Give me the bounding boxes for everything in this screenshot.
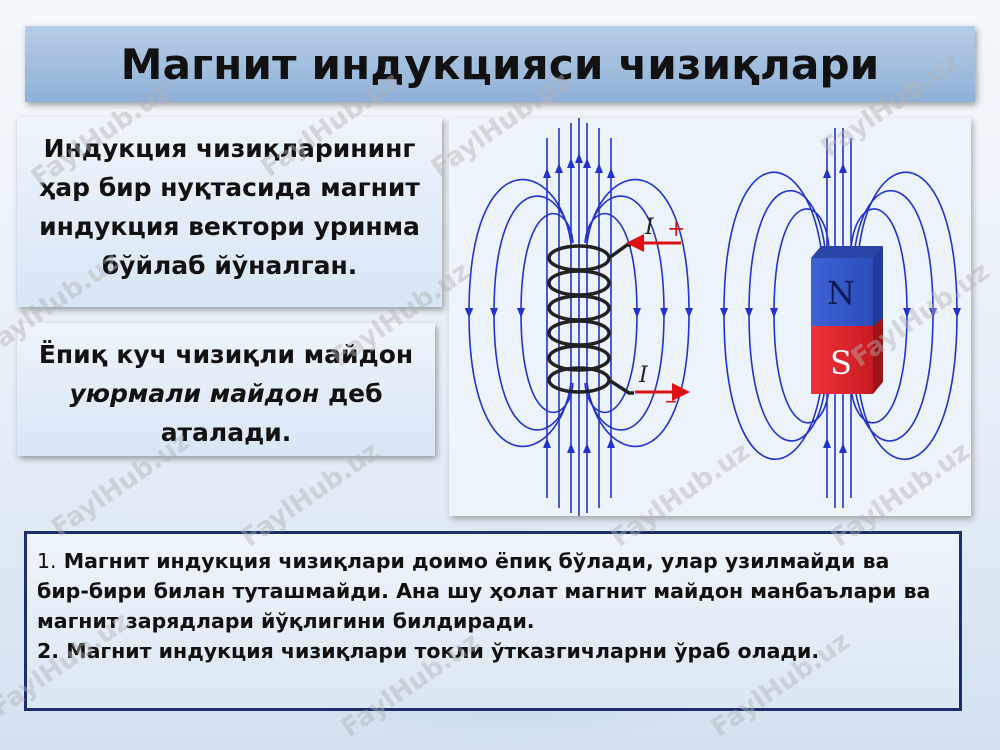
field-lines-figure: I + I – xyxy=(449,118,971,516)
definition-card: Индукция чизиқларининг ҳар бир нуқтасида… xyxy=(17,117,442,307)
magnet-south-label: S xyxy=(830,344,852,382)
current-label-bottom: I xyxy=(638,363,649,388)
note-1: 1. Магнит индукция чизиқлари доимо ёпиқ … xyxy=(37,546,943,636)
vortex-line-3: аталади. xyxy=(160,418,292,447)
vortex-line-2: уюрмали майдон деб xyxy=(17,374,435,413)
note-2: 2. Магнит индукция чизиқлари токли ўтказ… xyxy=(37,639,820,663)
magnet-north-label: N xyxy=(827,274,855,312)
definition-line-4: бўйлаб йўналган. xyxy=(101,251,358,280)
coil-field-lines xyxy=(465,118,690,516)
definition-line-1: Индукция чизиқларининг xyxy=(43,134,416,163)
current-arrows xyxy=(626,234,690,401)
coil xyxy=(547,243,634,395)
definition-line-3: индукция вектори уринма xyxy=(39,212,420,241)
coil-field-arrows xyxy=(465,153,693,453)
vortex-term: уюрмали майдон xyxy=(69,379,320,408)
note-1-number: 1. xyxy=(37,549,57,573)
note-1-text: Магнит индукция чизиқлари доимо ёпиқ бўл… xyxy=(37,549,931,633)
bar-magnet xyxy=(811,246,883,394)
field-lines-illustration: I + I – xyxy=(465,118,961,516)
current-label-top: I xyxy=(644,215,655,240)
minus-sign: – xyxy=(665,386,677,414)
vortex-line-2-rest: деб xyxy=(319,379,383,408)
definition-line-2: ҳар бир нуқтасида магнит xyxy=(39,173,420,202)
plus-sign: + xyxy=(667,217,685,242)
title-bar: Магнит индукцияси чизиқлари xyxy=(25,26,975,102)
vortex-field-card: Ёпиқ куч чизиқли майдон уюрмали майдон д… xyxy=(17,323,435,456)
magnet-field-lines xyxy=(723,128,958,508)
slide-title: Магнит индукцияси чизиқлари xyxy=(120,39,880,89)
vortex-line-1: Ёпиқ куч чизиқли майдон xyxy=(38,340,414,369)
magnet-field-arrows xyxy=(720,163,961,453)
notes-box: 1. Магнит индукция чизиқлари доимо ёпиқ … xyxy=(24,531,962,711)
